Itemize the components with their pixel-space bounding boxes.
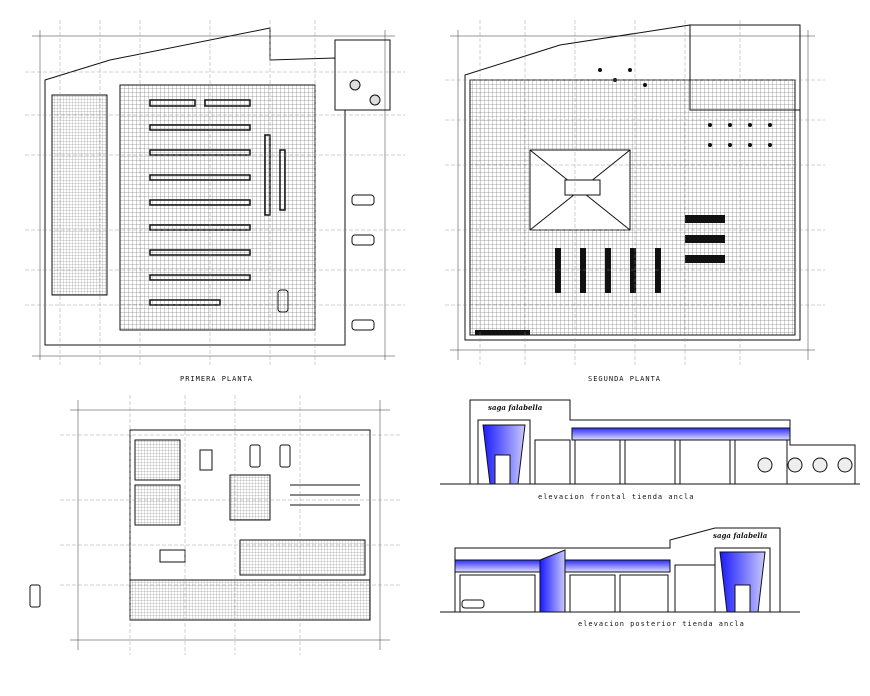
first-floor-plan [25, 20, 405, 365]
second-floor-label: SEGUNDA PLANTA [588, 375, 662, 383]
rear-elevation [440, 527, 800, 613]
front-brand: saga falabella [488, 403, 543, 412]
rear-elevation-label: elevacion posterior tienda ancla [578, 620, 745, 628]
first-floor-label: PRIMERA PLANTA [180, 375, 254, 383]
basement-plan [29, 395, 400, 655]
second-floor-plan [445, 20, 825, 365]
rear-brand: saga falabella [713, 531, 768, 540]
front-elevation-label: elevacion frontal tienda ancla [538, 493, 695, 501]
front-elevation [440, 399, 860, 485]
